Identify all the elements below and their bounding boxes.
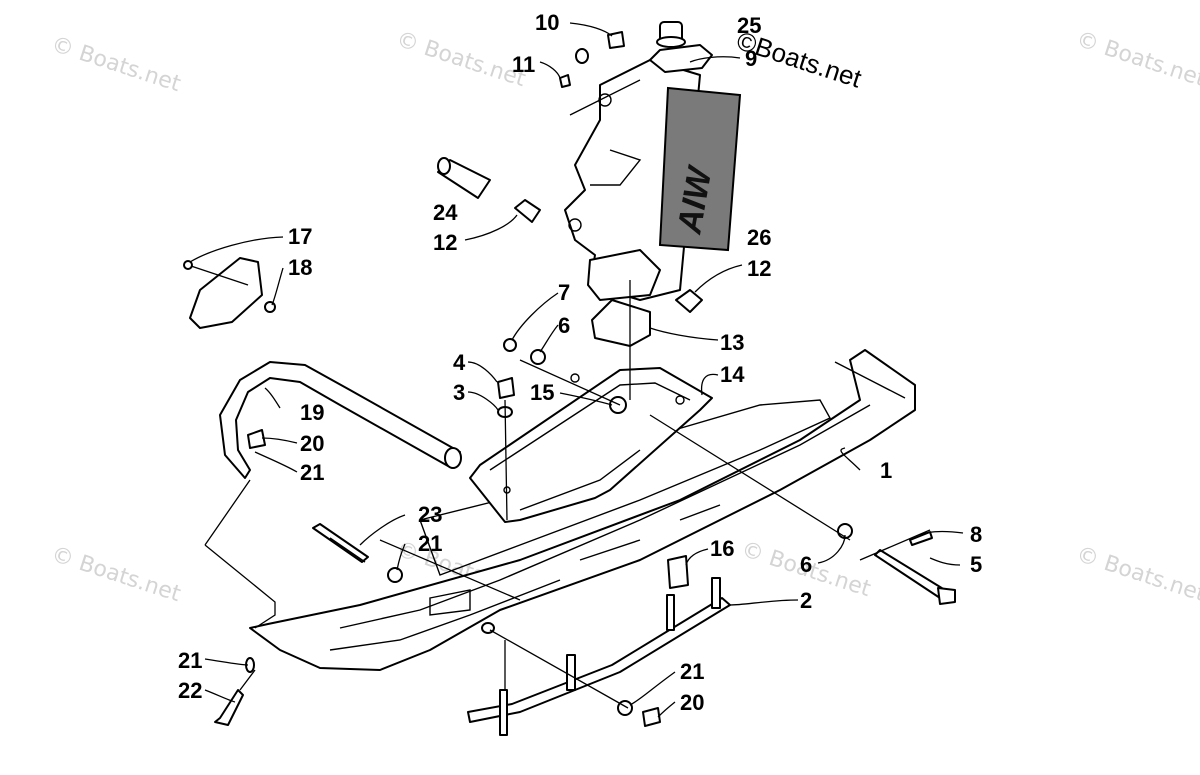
callout-20-lower: 20: [680, 690, 704, 715]
handle-plate: [183, 257, 276, 329]
spindle-bracket: [469, 367, 713, 523]
handle-bolt: [312, 523, 369, 563]
spindle-bolt: [874, 549, 956, 605]
callout-4: 4: [453, 350, 466, 375]
callout-26: 26: [747, 225, 771, 250]
assembly-lines: [204, 79, 931, 709]
ski-body: [249, 349, 916, 671]
callout-12-left: 12: [433, 230, 457, 255]
callouts: 1 2 3 4 5 6 6 7 8 9 10 11 12 12 13 14 15…: [178, 10, 982, 715]
spindle-block: [591, 299, 651, 347]
callout-21-handle: 21: [300, 460, 324, 485]
callout-22: 22: [178, 678, 202, 703]
bushing-left: [514, 199, 541, 223]
callout-24: 24: [433, 200, 458, 225]
callout-6-upper: 6: [558, 313, 570, 338]
shaft: [437, 157, 491, 199]
callout-2: 2: [800, 588, 812, 613]
watermark: © Boats.net: [48, 542, 184, 607]
bolt-22: [214, 689, 244, 726]
callout-6-lower: 6: [800, 552, 812, 577]
callout-13: 13: [720, 330, 744, 355]
callout-1: 1: [880, 458, 892, 483]
callout-19: 19: [300, 400, 324, 425]
callout-3: 3: [453, 380, 465, 405]
watermark: © Boats.net: [1073, 27, 1200, 92]
callout-17: 17: [288, 224, 312, 249]
callout-12-right: 12: [747, 256, 771, 281]
callout-16: 16: [710, 536, 734, 561]
leader-lines: [189, 22, 964, 718]
callout-9: 9: [745, 46, 757, 71]
watermark: © Boats.net: [48, 32, 184, 97]
callout-21-tip: 21: [178, 648, 202, 673]
callout-14: 14: [720, 362, 745, 387]
callout-11: 11: [512, 52, 535, 77]
watermark: © Boats.net: [1073, 542, 1200, 607]
ski-handle: [219, 361, 462, 479]
callout-20-upper: 20: [300, 431, 324, 456]
bumper: [667, 555, 689, 589]
bushing-right: [675, 289, 703, 313]
callout-23: 23: [418, 502, 442, 527]
callout-15: 15: [530, 380, 554, 405]
callout-7: 7: [558, 280, 570, 305]
watermark: © Boats.net: [393, 27, 529, 92]
decal: AIW: [658, 86, 742, 252]
callout-21-bar: 21: [680, 659, 704, 684]
callout-18: 18: [288, 255, 312, 280]
callout-21-mid: 21: [418, 531, 442, 556]
callout-25: 25: [737, 13, 761, 38]
spindle-cap: [649, 21, 713, 73]
callout-8: 8: [970, 522, 982, 547]
callout-10: 10: [535, 10, 559, 35]
callout-5: 5: [970, 552, 982, 577]
